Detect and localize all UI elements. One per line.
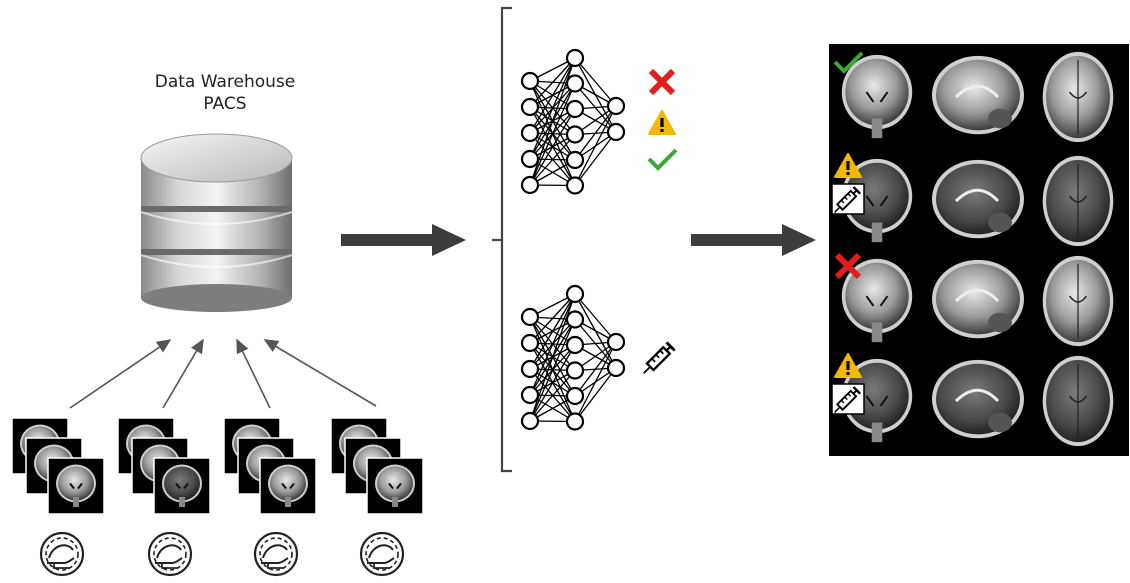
network-node [565,176,585,195]
hospital-hand-icon [359,531,405,577]
syringe-icon [638,340,677,379]
network-node [606,96,626,116]
image-stack [223,417,317,515]
image-stack [11,417,105,515]
mri-slice-coronal [841,258,913,343]
hospital-hand-icon [39,531,85,577]
image-stack [117,417,211,515]
network-node [565,125,585,144]
warehouse-title: Data Warehouse [154,72,296,92]
network-node [606,358,626,378]
network-node [520,149,540,169]
check-icon [647,148,678,170]
flow-arrow-1 [341,224,466,256]
mri-slice-coronal [162,464,202,507]
network-node [520,175,540,195]
mri-source-stacks [11,417,424,515]
mri-slice-coronal [268,464,308,507]
network-node [520,333,540,353]
network-node [565,310,585,329]
network-node [520,411,540,431]
source-arrow [263,339,377,407]
hospital-hand-icon [147,531,193,577]
network-node [520,307,540,327]
result-row [837,255,1114,347]
network-node [520,97,540,117]
network-node [565,386,585,406]
result-row [830,153,1114,247]
image-stack [330,417,424,515]
network-node [565,412,585,431]
result-row [833,51,1114,143]
mri-slice-axial [1042,155,1114,247]
network-node [520,71,540,91]
database-icon [140,133,293,312]
neural-network-icon [520,48,626,195]
network-node [606,122,626,142]
source-arrows [69,338,377,409]
cross-icon [651,71,673,93]
mri-slice-axial [1042,51,1114,143]
mri-slice-sagittal [932,159,1024,239]
mri-slice-sagittal [932,55,1024,135]
warehouse-subtitle: PACS [203,94,247,114]
network-node [565,284,585,304]
neural-networks [520,48,626,431]
mri-slice-axial [1042,255,1114,347]
network-node [565,335,585,355]
mri-slice-sagittal [932,259,1024,339]
results-grid [830,51,1114,447]
hospital-hand-icon [253,531,299,577]
warning-icon [648,110,676,135]
result-row [830,353,1114,447]
source-arrow [162,338,204,409]
mri-slice-coronal [841,54,913,139]
source-arrow [236,338,271,409]
network-bracket [492,6,512,473]
network-outputs [638,71,678,379]
network-node [565,361,585,380]
network-node [565,150,585,170]
network-node [606,332,626,352]
mri-slice-sagittal [932,359,1024,439]
mri-slice-coronal [56,464,96,507]
mri-slice-axial [1042,355,1114,447]
network-node [520,385,540,405]
hospital-icons [39,531,405,577]
network-node [565,74,585,93]
network-node [520,359,540,379]
flow-arrow-2 [691,224,816,256]
mri-slice-coronal [375,464,415,507]
source-arrow [69,339,172,409]
neural-network-icon [520,284,626,431]
network-node [565,48,585,68]
network-node [520,123,540,143]
network-node [565,99,585,119]
